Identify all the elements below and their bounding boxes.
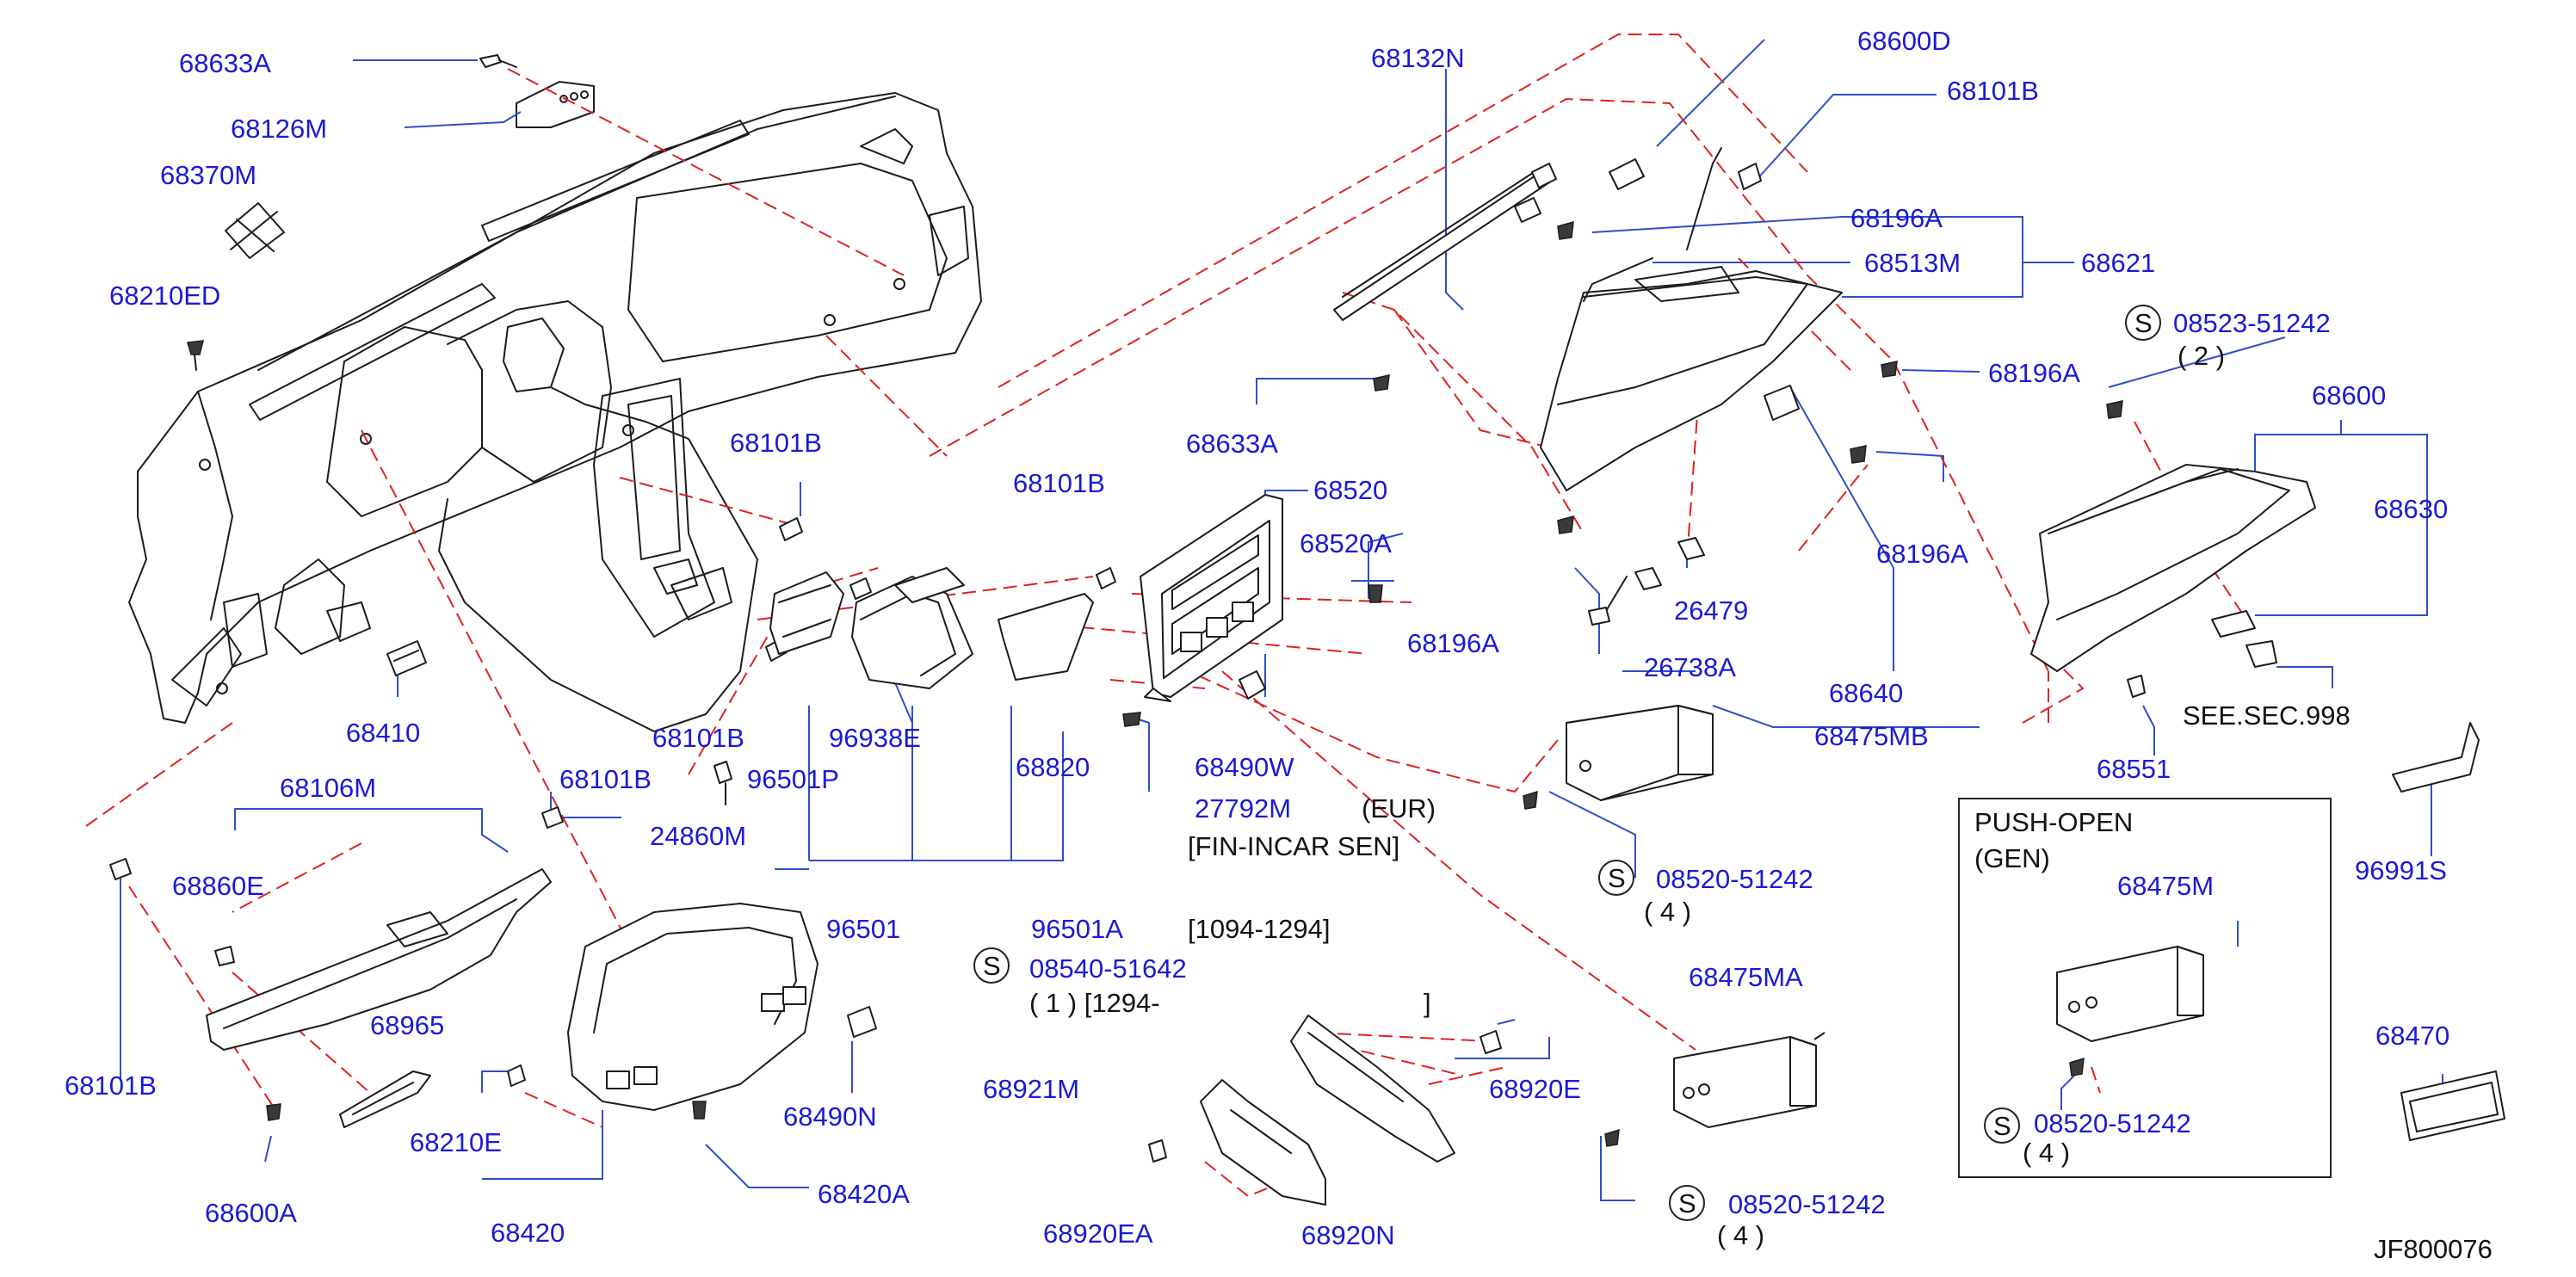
label-68475M: 68475M bbox=[2117, 871, 2214, 901]
note-qty-1-range: ( 1 ) [1294- bbox=[1029, 988, 1160, 1018]
label-68490W: 68490W bbox=[1195, 752, 1294, 782]
label-68633A-mid: 68633A bbox=[1186, 429, 1278, 459]
label-68196A-1: 68196A bbox=[1850, 203, 1943, 233]
label-68101B-b: 68101B bbox=[1013, 468, 1105, 498]
cluster-lid bbox=[507, 761, 877, 1120]
label-68210ED: 68210ED bbox=[109, 281, 220, 311]
label-68101B-top: 68101B bbox=[1947, 76, 2039, 106]
label-24860M: 24860M bbox=[650, 821, 746, 851]
s-symbol-1: S bbox=[2134, 308, 2153, 338]
label-68210E: 68210E bbox=[410, 1127, 502, 1157]
push-open-box bbox=[1958, 798, 2332, 1178]
label-68600: 68600 bbox=[2312, 380, 2386, 410]
label-68640: 68640 bbox=[1829, 678, 1903, 708]
label-68513M: 68513M bbox=[1864, 248, 1961, 278]
s-symbol-2: S bbox=[983, 951, 1001, 981]
label-68370M: 68370M bbox=[160, 160, 256, 190]
note-eur: (EUR) bbox=[1362, 793, 1436, 824]
label-68101B-c: 68101B bbox=[652, 723, 744, 753]
s-symbol-5: S bbox=[1993, 1111, 2011, 1141]
label-96938E: 96938E bbox=[829, 723, 921, 753]
label-68475MA: 68475MA bbox=[1689, 962, 1803, 992]
diagram-id: JF800076 bbox=[2374, 1234, 2493, 1264]
label-68126M: 68126M bbox=[231, 114, 327, 144]
glove-box-main bbox=[2030, 400, 2480, 793]
label-26479: 26479 bbox=[1674, 595, 1748, 626]
label-68820: 68820 bbox=[1016, 752, 1090, 782]
label-68101B-e: 68101B bbox=[65, 1070, 157, 1101]
label-68132N: 68132N bbox=[1371, 43, 1465, 73]
note-fin-incar: [FIN-INCAR SEN] bbox=[1188, 831, 1399, 861]
label-68921M: 68921M bbox=[983, 1074, 1079, 1104]
label-68410: 68410 bbox=[346, 718, 420, 748]
label-68633A-top: 68633A bbox=[179, 48, 271, 78]
note-qty-4-a: ( 4 ) bbox=[1644, 897, 1691, 927]
label-68470: 68470 bbox=[2375, 1021, 2449, 1051]
label-96501P: 96501P bbox=[747, 764, 839, 794]
notes: (EUR) [FIN-INCAR SEN] [1094-1294] ( 1 ) … bbox=[983, 308, 2493, 1264]
note-qty-4-c: ( 4 ) bbox=[2023, 1138, 2070, 1168]
label-68490N: 68490N bbox=[783, 1101, 877, 1132]
s-symbol-4: S bbox=[1678, 1188, 1696, 1218]
label-68475MB: 68475MB bbox=[1814, 721, 1929, 751]
label-68621: 68621 bbox=[2081, 248, 2155, 278]
label-08523-51242: 08523-51242 bbox=[2173, 308, 2331, 338]
label-68196A-2: 68196A bbox=[1988, 358, 2080, 388]
label-68196A-3: 68196A bbox=[1876, 539, 1968, 569]
pockets bbox=[1523, 705, 2505, 1147]
note-qty-4-b: ( 4 ) bbox=[1717, 1220, 1764, 1250]
part-labels: 68633A 68126M 68370M 68210ED 68101B 6810… bbox=[65, 26, 2449, 1250]
label-68965: 68965 bbox=[370, 1010, 444, 1040]
parts-middle bbox=[109, 374, 1390, 880]
note-date-range-1: [1094-1294] bbox=[1188, 914, 1330, 944]
label-68600A: 68600A bbox=[205, 1198, 297, 1228]
label-68420A: 68420A bbox=[818, 1179, 910, 1209]
side-brackets bbox=[1148, 1015, 1502, 1206]
label-96501A: 96501A bbox=[1031, 914, 1123, 944]
label-68106M: 68106M bbox=[280, 773, 376, 803]
label-68520A: 68520A bbox=[1300, 528, 1392, 558]
dashed-links bbox=[85, 34, 2247, 1198]
label-68920N: 68920N bbox=[1301, 1220, 1395, 1250]
label-68101B-d: 68101B bbox=[559, 764, 652, 794]
label-08540-51642: 08540-51642 bbox=[1029, 953, 1187, 984]
misc-small bbox=[1813, 1032, 1825, 1040]
note-gen: (GEN) bbox=[1974, 843, 2050, 873]
glove-box-upper bbox=[1333, 147, 1898, 626]
instrument-panel bbox=[128, 92, 982, 732]
label-27792M: 27792M bbox=[1195, 793, 1291, 824]
label-96991S: 96991S bbox=[2355, 855, 2447, 885]
label-08520-51242-b: 08520-51242 bbox=[1728, 1189, 1886, 1219]
label-68920E: 68920E bbox=[1489, 1074, 1581, 1104]
lower-trim bbox=[206, 868, 552, 1128]
label-68551: 68551 bbox=[2097, 754, 2171, 784]
label-68920EA: 68920EA bbox=[1043, 1218, 1153, 1249]
s-circles bbox=[973, 305, 2161, 1221]
note-push-open: PUSH-OPEN bbox=[1974, 807, 2133, 837]
label-08520-51242-c: 08520-51242 bbox=[2034, 1108, 2191, 1138]
note-qty-2: ( 2 ) bbox=[2178, 341, 2225, 371]
label-68600D: 68600D bbox=[1857, 26, 1951, 56]
label-26738A: 26738A bbox=[1644, 652, 1736, 682]
label-68420: 68420 bbox=[491, 1218, 565, 1248]
label-68860E: 68860E bbox=[172, 871, 264, 901]
note-see-sec: SEE.SEC.998 bbox=[2183, 700, 2351, 731]
label-68520: 68520 bbox=[1313, 475, 1387, 505]
label-08520-51242-a: 08520-51242 bbox=[1656, 864, 1813, 894]
label-68196A-4: 68196A bbox=[1407, 628, 1499, 658]
label-68630: 68630 bbox=[2374, 494, 2448, 524]
parts-top-left bbox=[187, 54, 595, 371]
label-96501: 96501 bbox=[826, 914, 900, 944]
s-symbol-3: S bbox=[1608, 863, 1626, 893]
label-68101B-a: 68101B bbox=[730, 428, 822, 458]
note-range-close: ] bbox=[1424, 988, 1431, 1018]
